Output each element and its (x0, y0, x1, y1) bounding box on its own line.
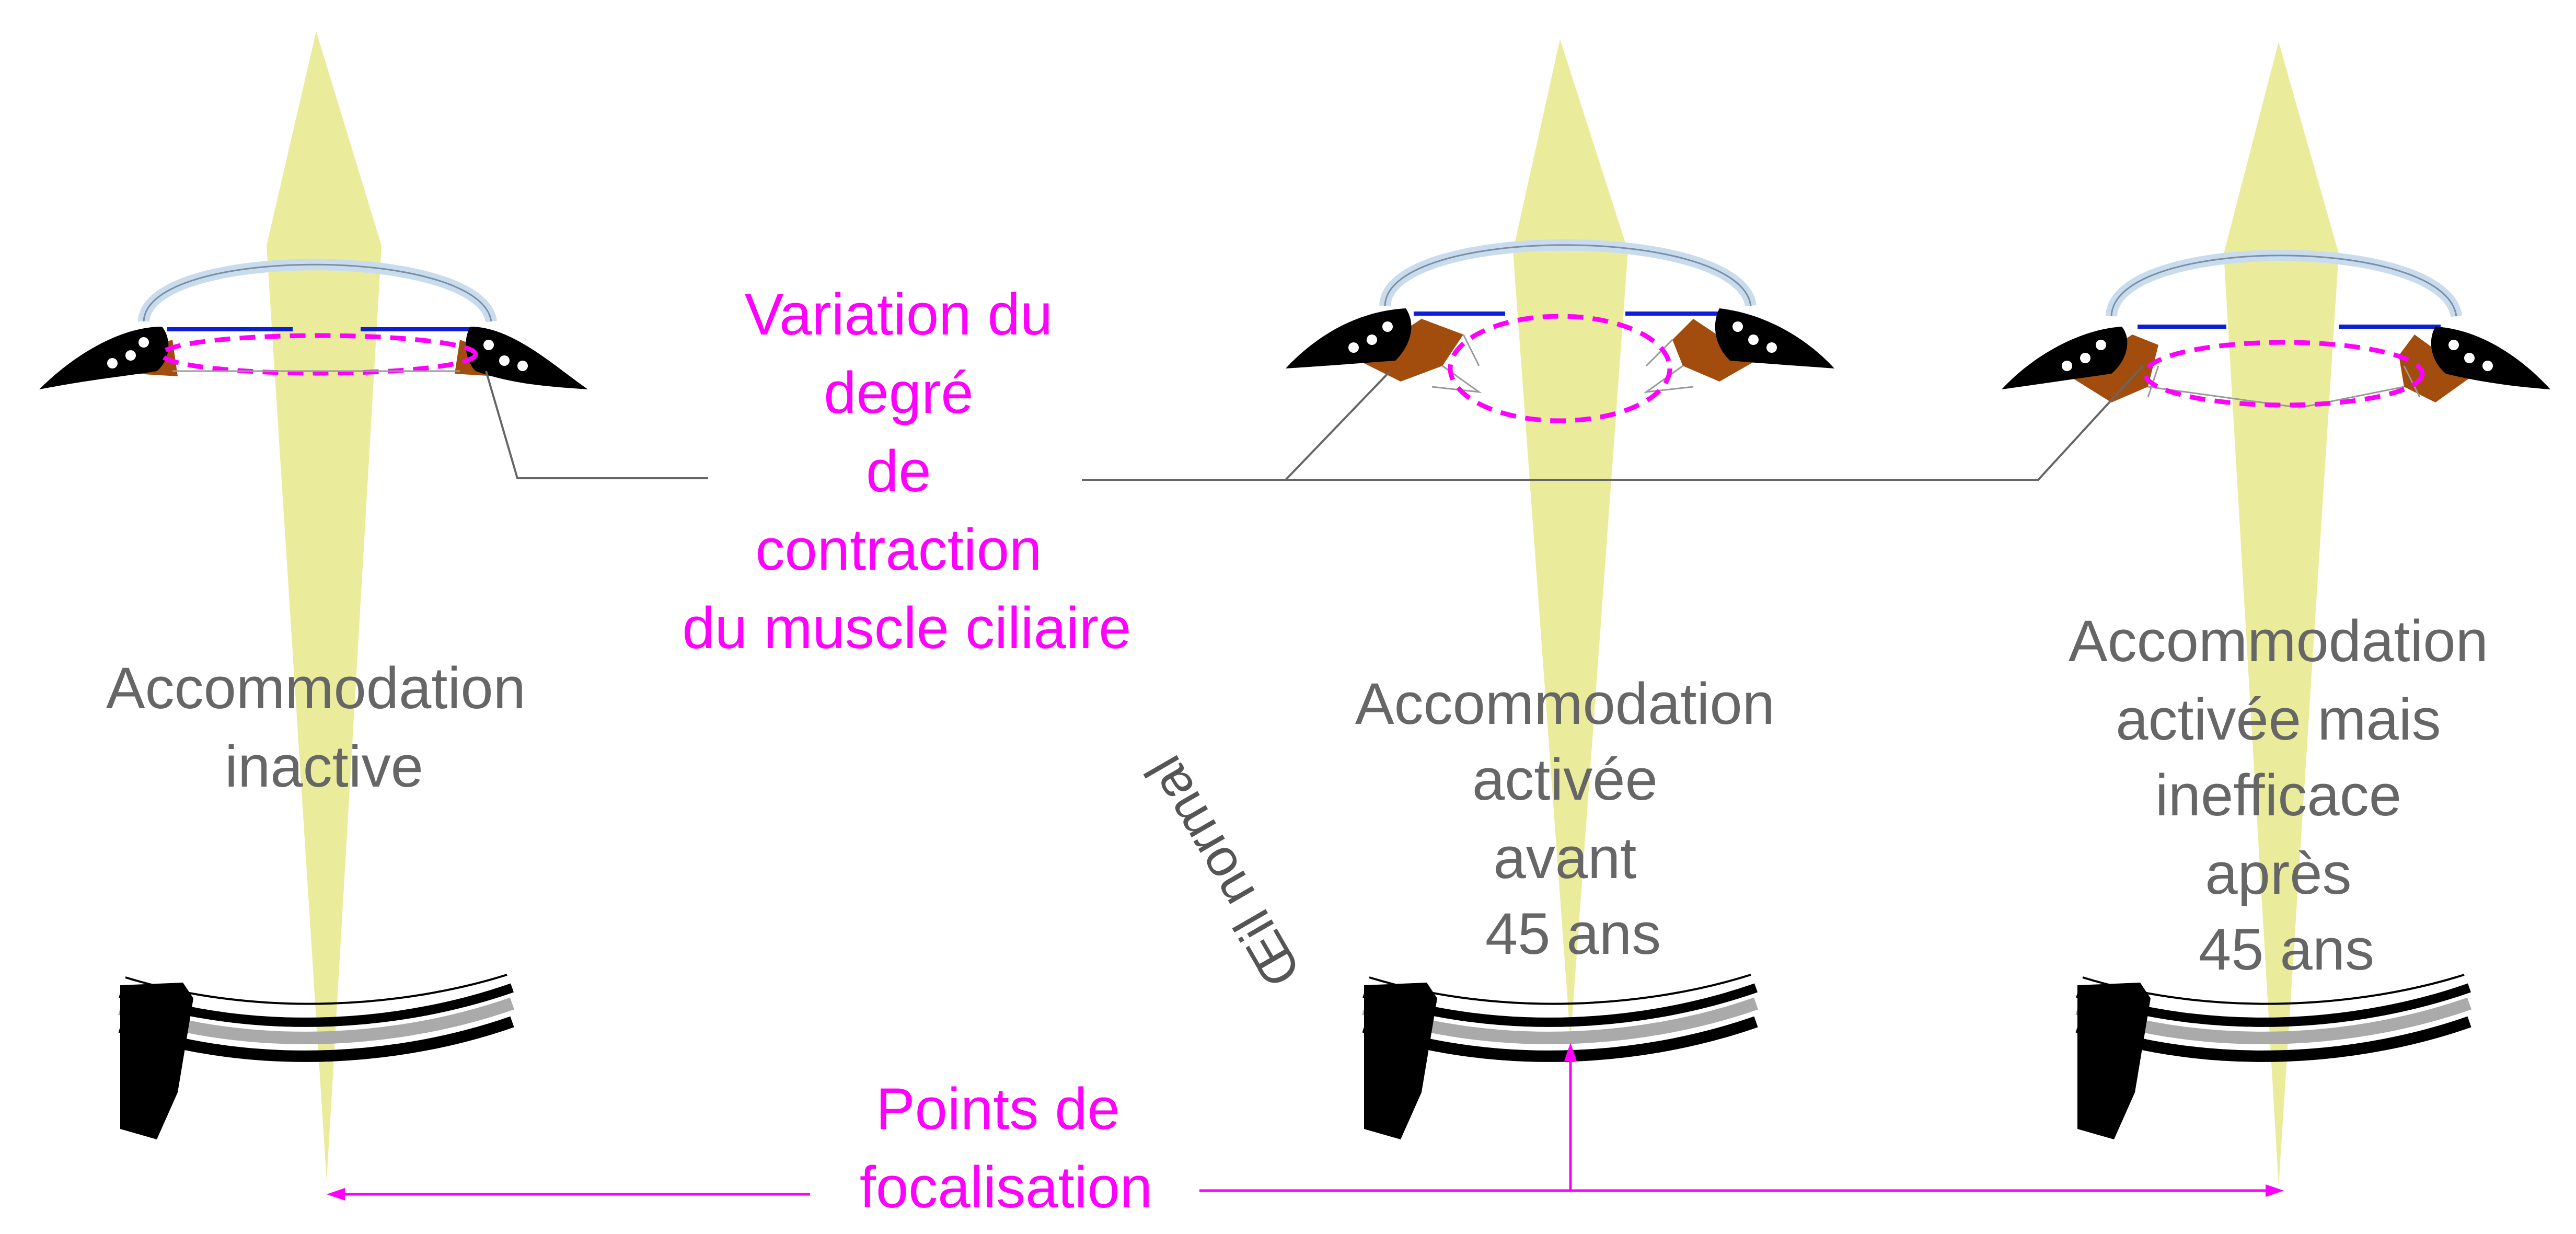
sclera-left-b (466, 327, 588, 389)
zonules-middle (1431, 334, 1694, 394)
normal-eye-label: Œil normal (1133, 746, 1312, 997)
sclera-left-a (39, 327, 169, 389)
caption-right: Accommodation activée mais inefficace ap… (2069, 608, 2504, 982)
sclera-middle-b (1715, 308, 1834, 368)
sclera-right-a (2002, 327, 2128, 389)
sclera-middle-a (1286, 308, 1412, 368)
light-beam-left (267, 31, 382, 1181)
light-beam-right (2224, 42, 2339, 1186)
lens-left (159, 333, 478, 376)
focal-arrows (334, 1051, 2273, 1196)
ciliary-muscle-middle-a (1359, 319, 1463, 382)
eye-front-left (39, 259, 588, 389)
ciliary-connector-right (1082, 365, 2144, 481)
retina-left (118, 974, 514, 1139)
retina-right (2075, 974, 2471, 1139)
ciliary-connector-left (485, 371, 708, 479)
ciliary-muscle-middle-b (1672, 319, 1756, 382)
caption-left: Accommodation inactive (106, 655, 542, 799)
focal-annotation: Points de focalisation (860, 1076, 1152, 1220)
sclera-right-b (2431, 327, 2550, 389)
lens-right (2143, 340, 2425, 408)
eye-front-right (2002, 249, 2550, 409)
light-beam-middle (1513, 39, 1628, 1040)
retina-middle (1362, 974, 1758, 1139)
lens-middle (1448, 314, 1672, 423)
caption-middle: Accommodation activée avant 45 ans (1355, 671, 1791, 966)
eye-front-middle (1286, 239, 1834, 423)
ciliary-annotation: Variation du degré de contraction du mus… (683, 282, 1131, 661)
ciliary-muscle-right-b (2399, 335, 2472, 402)
